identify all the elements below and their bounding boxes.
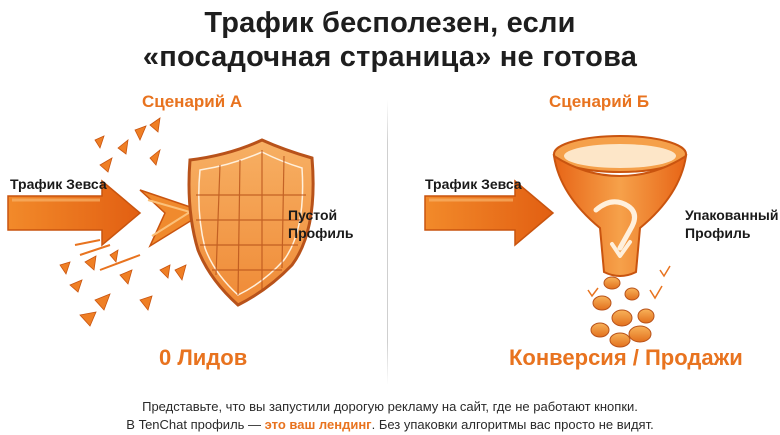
title-line-2: «посадочная страница» не готова bbox=[142, 41, 638, 73]
scenario-a-label: Сценарий А bbox=[142, 92, 243, 111]
page-title: Трафик бесполезен, если «посадочная стра… bbox=[0, 6, 780, 74]
traffic-arrow-a bbox=[7, 179, 142, 247]
footer-prefix: В TenChat профиль — bbox=[126, 417, 265, 432]
shield-icon bbox=[187, 138, 315, 307]
empty-profile-line-1: Пустой bbox=[288, 207, 338, 223]
result-a: 0 Лидов bbox=[159, 345, 248, 370]
footer-highlight: это ваш лендинг bbox=[264, 417, 372, 432]
footer-text: Представьте, что вы запустили дорогую ре… bbox=[0, 398, 780, 434]
packed-profile-label: Упакованный Профиль bbox=[685, 206, 780, 242]
traffic-label-a: Трафик Зевса bbox=[10, 176, 107, 192]
footer-line-1: Представьте, что вы запустили дорогую ре… bbox=[142, 399, 638, 414]
packed-profile-line-1: Упакованный bbox=[685, 207, 779, 223]
empty-profile-label: Пустой Профиль bbox=[288, 206, 368, 242]
funnel-icon bbox=[552, 135, 688, 277]
traffic-label-b: Трафик Зевса bbox=[425, 176, 522, 192]
title-line-1: Трафик бесполезен, если bbox=[204, 7, 576, 39]
packed-profile-line-2: Профиль bbox=[685, 225, 751, 241]
sparkles bbox=[587, 265, 671, 300]
center-divider bbox=[387, 100, 388, 385]
footer-line-2: В TenChat профиль — это ваш лендинг. Без… bbox=[0, 416, 780, 434]
scenario-b-label: Сценарий Б bbox=[549, 92, 650, 111]
empty-profile-line-2: Профиль bbox=[288, 225, 354, 241]
speed-lines-a bbox=[74, 239, 141, 271]
traffic-arrow-b bbox=[424, 179, 555, 247]
coins bbox=[590, 276, 655, 348]
footer-suffix: . Без упаковки алгоритмы вас просто не в… bbox=[371, 417, 654, 432]
result-b: Конверсия / Продажи bbox=[509, 345, 743, 370]
shards bbox=[59, 117, 187, 327]
